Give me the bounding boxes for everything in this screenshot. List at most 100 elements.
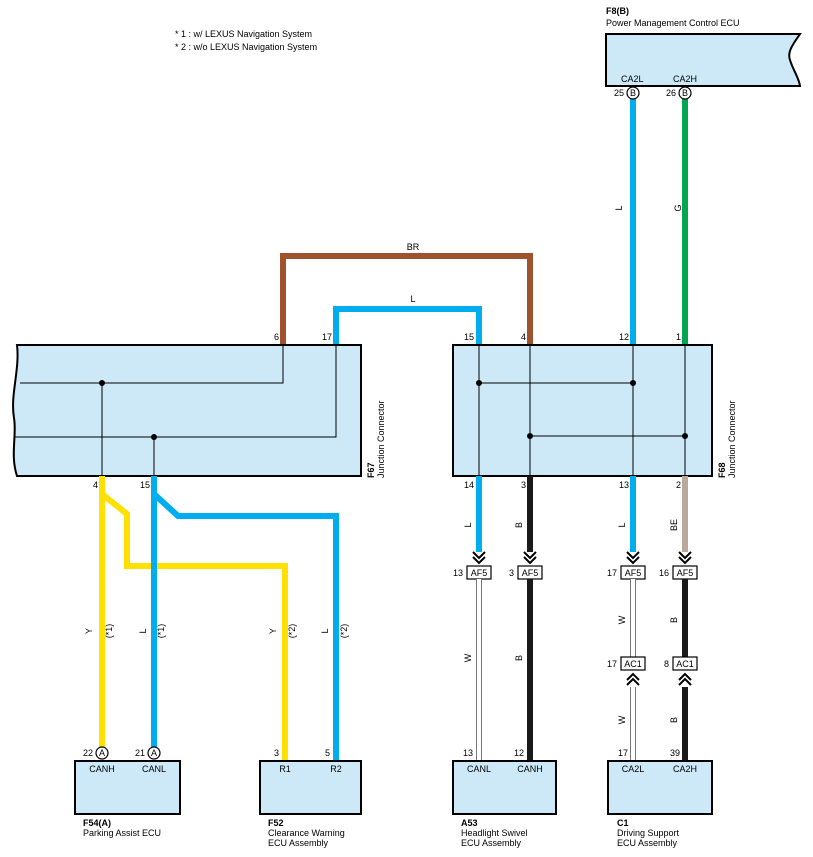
- f54-ecu-box: [74, 760, 181, 815]
- wire-label-l-6: L: [617, 522, 627, 527]
- f67-splice-2: [151, 434, 157, 440]
- f8-pin-ca2h: CA2H: [673, 74, 697, 84]
- wire-label-y-2: Y: [268, 628, 278, 634]
- a53-num-12: 12: [514, 748, 524, 758]
- f52-ecu-box: [259, 760, 362, 815]
- f8-conn-letter-26: B: [682, 88, 688, 98]
- c1-num-17: 17: [618, 748, 628, 758]
- wire-br-loop: [280, 253, 533, 345]
- ac1-pin-8: 8: [664, 659, 669, 669]
- f52-pin-r1: R1: [279, 764, 291, 774]
- f68-code: F68: [717, 462, 727, 478]
- ac1-box-17: [620, 656, 646, 671]
- f68-pin-1: 1: [676, 332, 681, 342]
- f52-num-3: 3: [274, 748, 279, 758]
- wire-label-br: BR: [407, 242, 420, 252]
- wire-label-b-2: B: [514, 655, 524, 661]
- wire-note-1b: (*1): [156, 624, 166, 639]
- f68-name: Junction Connector: [727, 400, 737, 478]
- wire-l-to-f52: [151, 476, 339, 761]
- af5-name-17: AF5: [625, 568, 642, 578]
- f67-bus-2: [14, 345, 337, 438]
- f8-conn-25: [626, 86, 640, 100]
- f67-pin-4: 4: [93, 480, 98, 490]
- f68-junction-box: [452, 344, 713, 477]
- wire-label-l-1: L: [614, 205, 624, 210]
- a53-name-1: Headlight Swivel: [461, 828, 528, 838]
- a53-code: A53: [461, 818, 478, 828]
- wire-label-l-2: L: [410, 294, 415, 304]
- f8-code: F8(B): [606, 6, 629, 16]
- c1-name-2: ECU Assembly: [617, 838, 678, 848]
- a53-name-2: ECU Assembly: [461, 838, 522, 848]
- f54-num-21: 21: [135, 748, 145, 758]
- af5-chevrons: [472, 551, 692, 565]
- af5-pin-3: 3: [509, 568, 514, 578]
- c1-pin-ca2l: CA2L: [622, 764, 645, 774]
- f68-pin-4: 4: [521, 332, 526, 342]
- f67-splice-1: [99, 380, 105, 386]
- af5-pin-17: 17: [607, 568, 617, 578]
- f68-pin-15: 15: [464, 332, 474, 342]
- f68-pin-12: 12: [619, 332, 629, 342]
- f67-pin-17: 17: [322, 332, 332, 342]
- f8-pin-ca2l: CA2L: [621, 74, 644, 84]
- f52-num-5: 5: [325, 748, 330, 758]
- c1-ecu-box: [607, 760, 713, 815]
- wire-label-w-2: W: [617, 615, 627, 624]
- f67-bus-1: [20, 345, 284, 384]
- c1-code: C1: [617, 818, 629, 828]
- f52-pin-r2: R2: [330, 764, 342, 774]
- f54-conn-22: [95, 746, 109, 760]
- f54-name: Parking Assist ECU: [83, 828, 161, 838]
- wire-label-b-3: B: [669, 617, 679, 623]
- af5-pin-16: 16: [659, 568, 669, 578]
- f52-name-1: Clearance Warning: [268, 828, 345, 838]
- ac1-box-8: [672, 656, 698, 671]
- f8-num-25: 25: [614, 88, 624, 98]
- f67-code: F67: [366, 462, 376, 478]
- f68-pin-2: 2: [676, 480, 681, 490]
- a53-ecu-box: [452, 760, 557, 815]
- af5-name-3: AF5: [522, 568, 539, 578]
- wire-label-y-1: Y: [84, 628, 94, 634]
- wire-label-l-4: L: [320, 628, 330, 633]
- f54-num-22: 22: [83, 748, 93, 758]
- f68-splice-1: [476, 380, 482, 386]
- f8-ecu-box: [605, 33, 802, 87]
- c1-name-1: Driving Support: [617, 828, 680, 838]
- wire-label-w-1: W: [463, 653, 473, 662]
- f68-splice-3: [527, 433, 533, 439]
- f52-name-2: ECU Assembly: [268, 838, 329, 848]
- af5-name-16: AF5: [677, 568, 694, 578]
- wire-l-loop: [333, 306, 482, 345]
- note-1: * 1 : w/ LEXUS Navigation System: [175, 29, 312, 39]
- c1-pin-ca2h: CA2H: [673, 764, 697, 774]
- af5-pin-13: 13: [453, 568, 463, 578]
- ac1-pin-17: 17: [607, 659, 617, 669]
- a53-pin-canh: CANH: [517, 764, 543, 774]
- f54-conn-letter-22: A: [99, 748, 105, 758]
- f52-code: F52: [268, 818, 284, 828]
- wire-label-w-3: W: [617, 715, 627, 724]
- ac1-name-17: AC1: [624, 659, 642, 669]
- f68-splice-4: [682, 433, 688, 439]
- wire-label-l-3: L: [138, 628, 148, 633]
- f54-code: F54(A): [83, 818, 111, 828]
- f68-splice-2: [630, 380, 636, 386]
- f54-conn-21: [147, 746, 161, 760]
- a53-num-13: 13: [463, 748, 473, 758]
- f68-pin-13: 13: [619, 480, 629, 490]
- f8-conn-26: [678, 86, 692, 100]
- f67-pin-15: 15: [140, 480, 150, 490]
- f54-pin-canh: CANH: [89, 764, 115, 774]
- ac1-name-8: AC1: [676, 659, 694, 669]
- f8-name: Power Management Control ECU: [606, 18, 740, 28]
- f67-pin-6: 6: [274, 332, 279, 342]
- af5-name-13: AF5: [471, 568, 488, 578]
- wire-label-b-4: B: [669, 717, 679, 723]
- f68-pin-3: 3: [521, 480, 526, 490]
- ac1-chevrons: [626, 672, 692, 686]
- wire-note-2b: (*2): [339, 624, 349, 639]
